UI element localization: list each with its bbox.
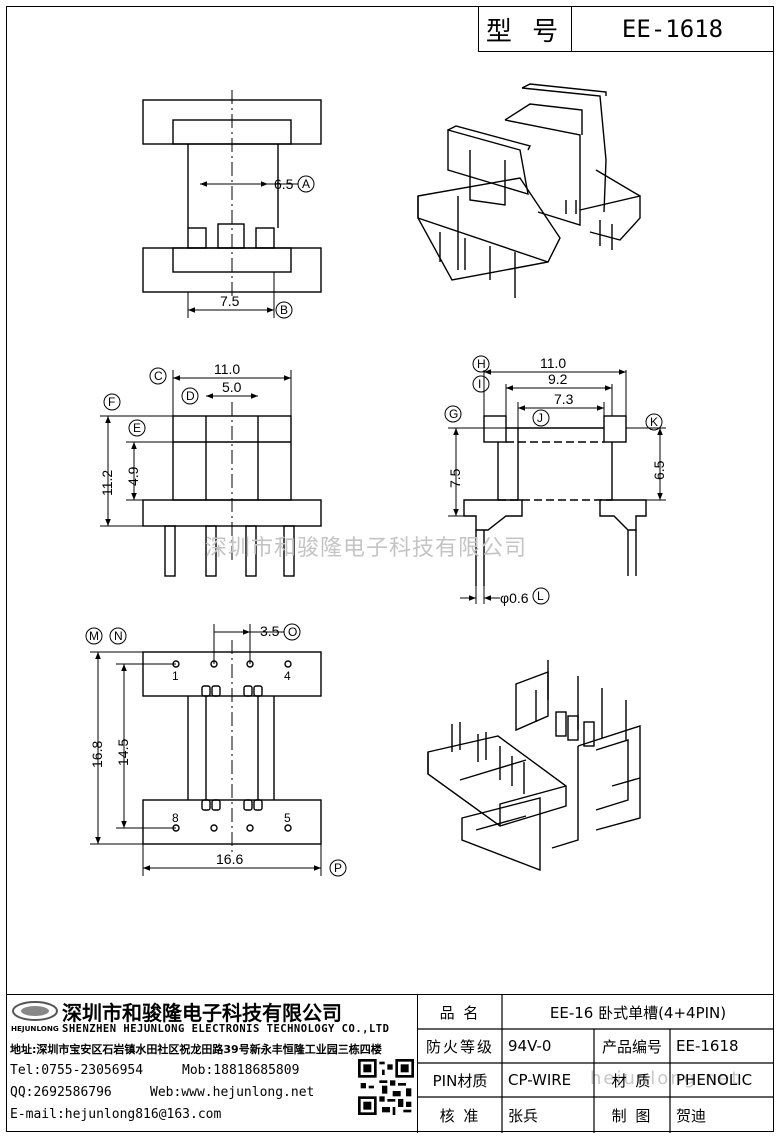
dim-h: 11.0 xyxy=(540,355,566,371)
info-table: 品 名 EE-16 卧式单槽(4+4PIN) 防火等级 94V-0 产品编号 E… xyxy=(418,995,774,1133)
dim-m: 16.8 xyxy=(89,741,105,768)
dim-f: 11.2 xyxy=(99,470,115,496)
product-code-value: EE-1618 xyxy=(676,1037,739,1055)
title-block: HEJUNLONG 深圳市和骏隆电子科技有限公司 SHENZHEN HEJUNL… xyxy=(6,994,774,1133)
company-logo: HEJUNLONG xyxy=(11,1001,59,1033)
svg-text:HEJUNLONG: HEJUNLONG xyxy=(11,1024,59,1033)
model-label: 型 号 xyxy=(479,7,572,51)
dim-c: 11.0 xyxy=(214,361,240,377)
company-mob: Mob:18818685809 xyxy=(182,1063,300,1078)
approved-label: 核 准 xyxy=(439,1106,481,1125)
iso-view-top xyxy=(417,83,641,298)
pin-5-label: 5 xyxy=(284,811,291,825)
mark-c: C xyxy=(154,369,163,383)
company-name-en: SHENZHEN HEJUNLONG ELECTRONIS TECHNOLOGY… xyxy=(62,1023,390,1035)
company-name-cn: 深圳市和骏隆电子科技有限公司 xyxy=(62,1001,342,1025)
product-code-label: 产品编号 xyxy=(601,1037,662,1056)
dim-e: 4.9 xyxy=(125,466,141,486)
dim-o: 3.5 xyxy=(260,623,280,639)
drawn-label: 制 图 xyxy=(611,1106,653,1125)
mark-d: D xyxy=(186,389,195,403)
drawn-value: 贺迪 xyxy=(676,1106,707,1125)
pin-material-value: CP-WIRE xyxy=(508,1071,572,1089)
fire-rating-label: 防火等级 xyxy=(425,1037,494,1056)
dim-l: φ0.6 xyxy=(500,590,529,606)
mark-k: K xyxy=(650,415,658,429)
mark-e: E xyxy=(133,421,141,435)
mark-f: F xyxy=(108,395,115,409)
mark-b: B xyxy=(280,303,288,317)
fire-rating-value: 94V-0 xyxy=(508,1037,552,1055)
product-name-value: EE-16 卧式单槽(4+4PIN) xyxy=(549,1003,727,1022)
mark-h: H xyxy=(477,357,486,371)
qr-code xyxy=(358,1059,414,1115)
pin-8-label: 8 xyxy=(172,811,179,825)
dim-j: 7.3 xyxy=(554,391,574,407)
dim-p: 16.6 xyxy=(216,851,243,867)
company-tel: Tel:0755-23056954 xyxy=(10,1063,144,1078)
model-box: 型 号 EE-1618 xyxy=(478,6,774,52)
drawing-frame xyxy=(6,6,774,1132)
dim-n: 14.5 xyxy=(115,739,131,766)
mark-n: N xyxy=(114,629,123,643)
top-view xyxy=(142,90,322,319)
material-value: PHENOLIC xyxy=(676,1071,753,1089)
company-email: E-mail:hejunlong816@163.com xyxy=(10,1107,222,1122)
company-address: 地址:深圳市宝安区石岩镇水田社区祝龙田路39号新永丰恒隆工业园三栋四楼 xyxy=(10,1043,382,1056)
pin-material-label: PIN材质 xyxy=(432,1071,488,1090)
front-view xyxy=(100,367,322,577)
pin-4-label: 4 xyxy=(284,669,291,683)
product-name-label: 品 名 xyxy=(439,1003,481,1022)
dim-b: 7.5 xyxy=(220,293,240,309)
drawing-canvas: 6.5 A 7.5 B 11.0 C 5.0 D 11.2 4.9 F E 11… xyxy=(85,83,667,877)
mark-a: A xyxy=(302,177,310,191)
watermark: 深圳市和骏隆电子科技有限公司 xyxy=(205,536,528,561)
iso-view-bottom xyxy=(427,660,641,872)
dim-g: 7.5 xyxy=(447,468,463,488)
dim-k: 6.5 xyxy=(651,460,667,480)
material-label: 材 质 xyxy=(611,1071,653,1090)
pin-1-label: 1 xyxy=(172,669,179,683)
company-qq: QQ:2692586796 xyxy=(10,1085,112,1100)
mark-l: L xyxy=(537,589,544,603)
mark-o: O xyxy=(288,625,297,639)
mark-g: G xyxy=(449,407,458,421)
dim-a: 6.5 xyxy=(274,176,294,192)
side-view xyxy=(444,355,666,605)
mark-i: I xyxy=(478,377,481,391)
dim-i: 9.2 xyxy=(548,371,568,387)
mark-m: M xyxy=(89,629,99,643)
bottom-view xyxy=(85,623,347,877)
approved-value: 张兵 xyxy=(508,1106,539,1125)
info-table-lines xyxy=(418,995,774,1133)
watermark-url: hejunlong.net xyxy=(590,1068,741,1089)
model-value: EE-1618 xyxy=(621,15,724,43)
dim-d: 5.0 xyxy=(222,379,242,395)
company-block: HEJUNLONG 深圳市和骏隆电子科技有限公司 SHENZHEN HEJUNL… xyxy=(6,995,418,1133)
mark-j: J xyxy=(537,411,543,425)
mark-p: P xyxy=(334,861,342,875)
company-web: Web:www.hejunlong.net xyxy=(150,1085,315,1100)
